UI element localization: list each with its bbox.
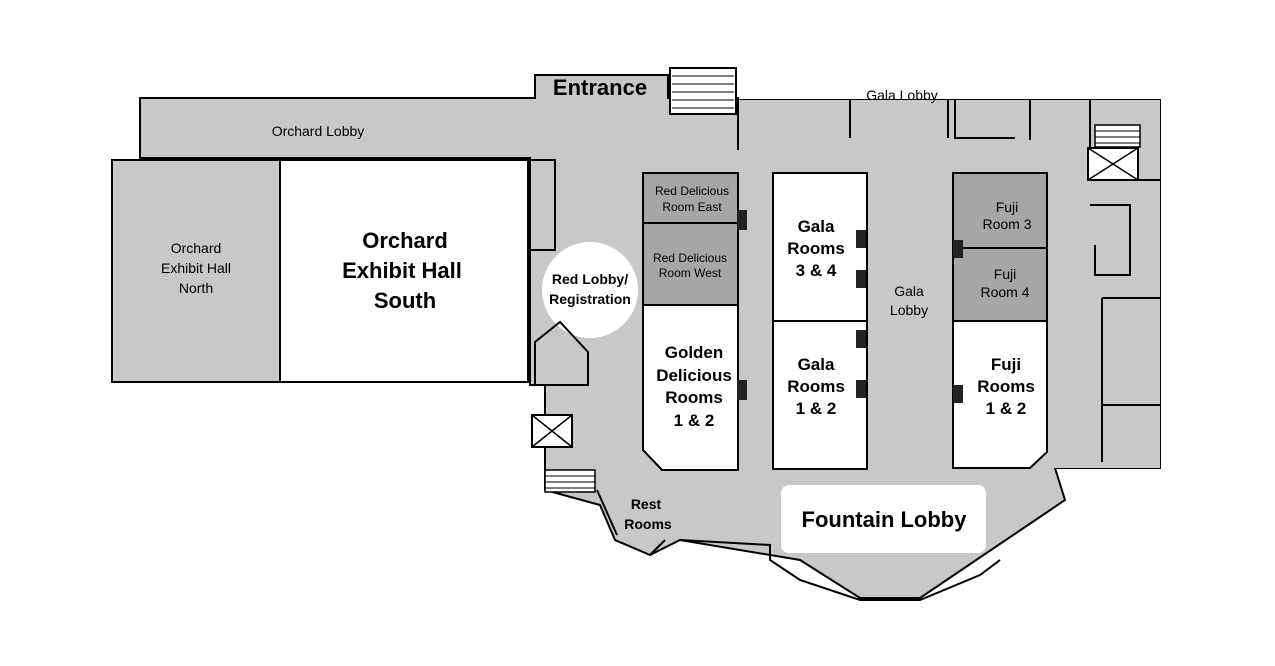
gala-rooms-1-2[interactable] — [772, 320, 868, 470]
fuji-12-line1: Fuji — [991, 355, 1021, 374]
golden-delicious-line3: Rooms — [665, 388, 723, 407]
fuji-3-line1: Fuji — [996, 199, 1019, 215]
red-delicious-west-line1: Red Delicious — [653, 251, 727, 265]
golden-delicious-line1: Golden — [665, 343, 724, 362]
orchard-lobby-label: Orchard Lobby — [272, 123, 365, 139]
red-lobby-line1: Red Lobby/ — [552, 271, 628, 287]
golden-delicious-rooms[interactable] — [642, 304, 739, 471]
orchard-north-line1: Orchard — [171, 240, 222, 256]
orchard-north-line3: North — [179, 280, 213, 296]
gala-lobby-top-label: Gala Lobby — [866, 87, 938, 103]
wall-details — [528, 67, 1160, 601]
rest-rooms-line1: Rest — [631, 496, 662, 512]
red-delicious-west-line2: Room West — [659, 266, 722, 280]
fuji-4-line2: Room 4 — [980, 284, 1029, 300]
red-lobby-line2: Registration — [549, 291, 631, 307]
gala-34-line1: Gala — [798, 217, 835, 236]
golden-delicious-line2: Delicious — [656, 366, 732, 385]
gala-rooms-3-4[interactable] — [772, 172, 868, 322]
orchard-south-line1: Orchard — [362, 228, 448, 253]
orchard-north-line2: Exhibit Hall — [161, 260, 231, 276]
gala-lobby-line1: Gala — [894, 283, 924, 299]
gala-12-line1: Gala — [798, 355, 835, 374]
gala-12-line3: 1 & 2 — [796, 399, 837, 418]
fuji-room-3[interactable] — [952, 172, 1048, 249]
fuji-room-4[interactable] — [952, 247, 1048, 322]
fountain-lobby-label: Fountain Lobby — [802, 507, 968, 532]
map-labels: Entrance Orchard Lobby Orchard Exhibit H… — [161, 75, 1035, 532]
rest-rooms-line2: Rooms — [624, 516, 672, 532]
door-markers — [737, 210, 963, 403]
orchard-south-line2: Exhibit Hall — [342, 258, 462, 283]
golden-delicious-line4: 1 & 2 — [674, 411, 715, 430]
entrance-label: Entrance — [553, 75, 647, 100]
red-delicious-east-line1: Red Delicious — [655, 184, 729, 198]
fountain-lobby-box[interactable] — [781, 485, 986, 553]
fuji-12-line3: 1 & 2 — [986, 399, 1027, 418]
gala-lobby-line2: Lobby — [890, 302, 928, 318]
fuji-3-line2: Room 3 — [982, 216, 1031, 232]
red-delicious-east-line2: Room East — [662, 200, 722, 214]
gala-12-line2: Rooms — [787, 377, 845, 396]
red-delicious-room-east[interactable] — [642, 172, 739, 224]
orchard-exhibit-hall-north[interactable] — [111, 159, 281, 383]
fuji-4-line1: Fuji — [994, 266, 1017, 282]
red-lobby-circle[interactable] — [542, 242, 638, 338]
fuji-12-line2: Rooms — [977, 377, 1035, 396]
gala-34-line3: 3 & 4 — [796, 261, 837, 280]
orchard-south-line3: South — [374, 288, 436, 313]
gala-34-line2: Rooms — [787, 239, 845, 258]
